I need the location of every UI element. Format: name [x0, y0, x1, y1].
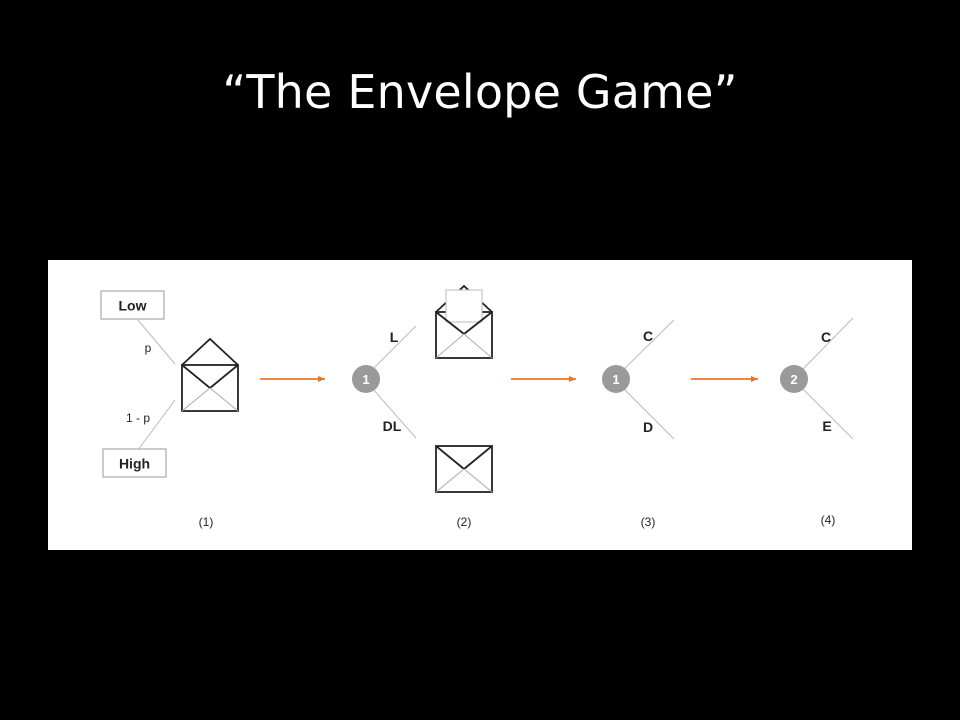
low-box-label: Low — [119, 298, 147, 314]
prob-lower-label: 1 - p — [126, 411, 150, 425]
player-node-step2-label: 1 — [362, 372, 369, 387]
high-box — [102, 448, 167, 478]
step2-group: 1 L DL — [352, 284, 493, 529]
branch-label-e: E — [822, 418, 831, 434]
step3-group: 1 C D (3) — [602, 319, 675, 529]
branch-label-dl: DL — [383, 418, 402, 434]
player-node-step3 — [602, 365, 630, 393]
step3-branch-upper — [622, 319, 675, 371]
low-box — [100, 290, 165, 320]
step2-branch-lower — [371, 387, 417, 439]
diagram-canvas: Low p 1 - p High (1) — [100, 284, 854, 529]
step1-caption: (1) — [199, 515, 214, 529]
step4-group: 2 C E (4) — [780, 317, 854, 527]
player-node-step3-label: 1 — [612, 372, 619, 387]
prob-upper-label: p — [145, 341, 152, 355]
player-node-step2 — [352, 365, 380, 393]
envelope-game-diagram: Low p 1 - p High (1) — [48, 260, 912, 550]
open-envelope-icon — [181, 337, 239, 412]
high-box-label: High — [119, 456, 150, 472]
branch-label-d: D — [643, 419, 653, 435]
envelope-with-letter-icon — [435, 284, 493, 359]
branch-label-c-step4: C — [821, 329, 831, 345]
step1-group: Low p 1 - p High (1) — [100, 290, 239, 529]
player-node-step4-label: 2 — [790, 372, 797, 387]
step3-branch-lower — [622, 387, 675, 440]
step2-caption: (2) — [457, 515, 472, 529]
closed-envelope-icon — [435, 445, 493, 493]
chance-branch-upper — [137, 319, 176, 365]
step4-branch-lower — [801, 387, 854, 440]
step3-caption: (3) — [641, 515, 656, 529]
step2-branch-upper — [371, 325, 417, 371]
step4-caption: (4) — [821, 513, 836, 527]
chance-branch-lower — [137, 399, 176, 451]
branch-label-c-step3: C — [643, 328, 653, 344]
player-node-step4 — [780, 365, 808, 393]
step4-branch-upper — [801, 317, 854, 371]
slide-title: “The Envelope Game” — [222, 65, 738, 119]
branch-label-l: L — [390, 329, 399, 345]
